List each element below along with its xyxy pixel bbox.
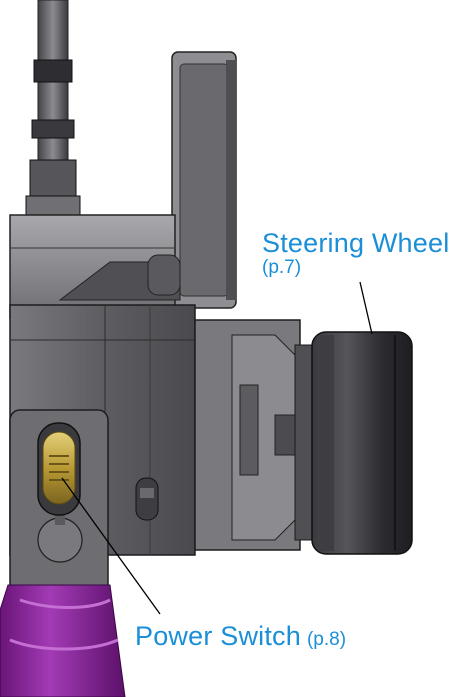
steering-wheel-leader [359, 281, 373, 335]
display-module [171, 51, 237, 309]
power-switch-label: Power Switch [135, 621, 301, 651]
power-switch-leader [61, 477, 161, 615]
upper-body [9, 214, 181, 319]
wheel-housing [194, 319, 301, 551]
steering-wheel-label: Steering Wheel [262, 228, 450, 258]
power-switch[interactable] [37, 422, 81, 516]
steering-wheel [294, 331, 413, 555]
power-switch-page-ref: (p.8) [306, 629, 347, 650]
power-switch-callout: Power Switch(p.8) [135, 621, 346, 652]
antenna [25, 0, 81, 219]
steering-wheel-callout: Steering Wheel (p.7) [262, 228, 449, 279]
steering-wheel-page-ref: (p.7) [262, 257, 302, 278]
